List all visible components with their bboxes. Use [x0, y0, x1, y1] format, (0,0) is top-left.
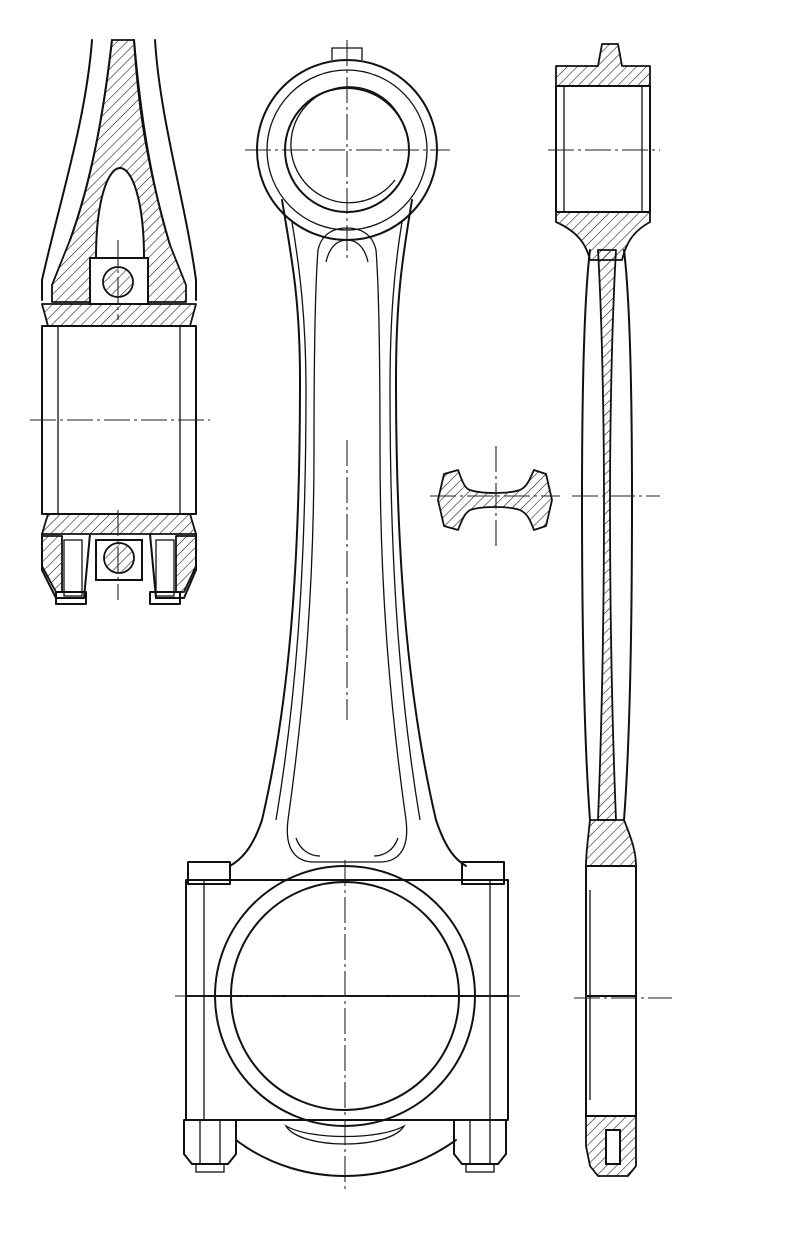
front-view	[175, 40, 520, 1190]
side-bearing-shell-bottom	[41, 513, 197, 535]
profile-big-end-flare	[585, 819, 637, 867]
profile-small-end-lower	[555, 211, 651, 261]
side-oil-slot	[94, 166, 146, 259]
side-cap-bolt-right	[155, 539, 175, 597]
profile-small-end-body	[555, 85, 651, 213]
profile-big-end-body	[585, 865, 637, 1117]
side-cap-pin-section	[103, 542, 135, 574]
side-shank-outline	[41, 39, 197, 301]
profile-top-boss	[555, 43, 651, 87]
profile-section-view	[548, 43, 672, 1177]
cap-relief	[284, 1124, 406, 1145]
side-bearing-shell-top	[41, 303, 197, 327]
nut-bottom-left	[183, 1119, 237, 1165]
small-end-bushing-arc	[290, 86, 406, 204]
bolt-boss-top-right	[461, 861, 505, 885]
front-shank-inner-outline	[275, 221, 421, 821]
side-cap-right-hatch	[175, 535, 197, 593]
side-cap-left-hatch	[41, 535, 63, 593]
side-section-view	[30, 39, 210, 605]
cap-bottom-outline	[235, 1139, 457, 1177]
profile-shank-outline	[581, 249, 633, 821]
side-cap-bolt-left	[63, 539, 83, 597]
front-web-recess	[286, 227, 408, 863]
profile-shank-web	[597, 249, 617, 821]
front-shank-outline	[229, 199, 467, 867]
i-beam-cross-section	[430, 446, 560, 548]
i-beam-section	[437, 469, 553, 531]
nut-bottom-right	[453, 1119, 507, 1165]
side-nut-left	[55, 591, 87, 605]
bolt-boss-top-left	[187, 861, 231, 885]
side-nut-right	[149, 591, 181, 605]
big-end-body	[185, 879, 509, 1121]
